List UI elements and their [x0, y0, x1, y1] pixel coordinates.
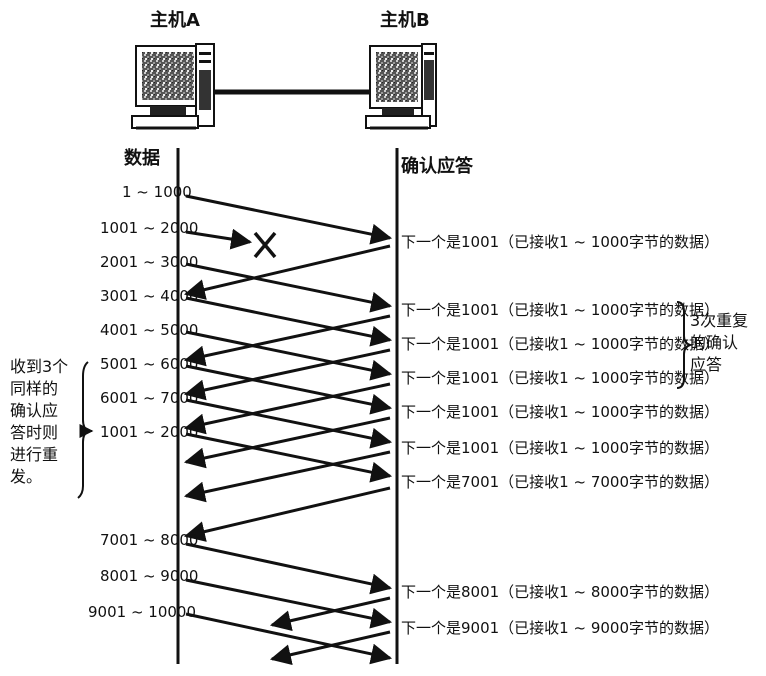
- ack-label: 下一个是1001（已接收1 ~ 1000字节的数据）: [401, 439, 719, 457]
- host-b-label: 主机B: [380, 10, 430, 31]
- ack-label: 下一个是1001（已接收1 ~ 1000字节的数据）: [401, 403, 719, 421]
- data-arrow-8001-9000: [185, 578, 393, 629]
- data-arrow-5001-6000: [185, 364, 393, 415]
- ack-arrow-4: [183, 382, 391, 435]
- ack-arrow-7: [183, 486, 391, 542]
- segment-label: 3001 ~ 4000: [100, 287, 199, 305]
- segment-label: 7001 ~ 8000: [100, 531, 199, 549]
- data-arrow-3001-4000: [185, 296, 393, 347]
- ack-arrows: [183, 244, 391, 666]
- segment-label: 1001 ~ 2000: [100, 219, 199, 237]
- packet-lost-x-icon: [253, 231, 277, 259]
- data-arrow-6001-7000: [185, 398, 393, 449]
- segment-label: 8001 ~ 9000: [100, 567, 199, 585]
- retransmit-note-line: 进行重: [10, 445, 59, 464]
- ack-arrow-3: [183, 348, 391, 401]
- data-arrow-2001-3000: [185, 262, 393, 313]
- retransmit-note-line: 确认应: [10, 401, 59, 420]
- host-a-computer-icon: [131, 43, 215, 130]
- data-arrow-1001-2000-resend: [185, 432, 393, 483]
- retransmit-note-line: 收到3个: [10, 357, 69, 376]
- data-arrow-7001-8000: [185, 542, 393, 595]
- segment-label: 2001 ~ 3000: [100, 253, 199, 271]
- host-b-computer-icon: [365, 43, 437, 130]
- ack-label: 下一个是1001（已接收1 ~ 1000字节的数据）: [401, 301, 719, 319]
- retransmit-note-line: 发。: [10, 467, 43, 486]
- ack-label: 下一个是9001（已接收1 ~ 9000字节的数据）: [401, 619, 719, 637]
- ack-arrow-2: [183, 314, 391, 367]
- segment-label: 4001 ~ 5000: [100, 321, 199, 339]
- ack-arrow-5: [183, 416, 391, 469]
- duplicate-ack-note-line: 3次重复: [690, 311, 749, 330]
- ack-arrow-8: [269, 596, 391, 632]
- segment-label: 9001 ~ 10000: [88, 603, 196, 621]
- data-arrows: [185, 194, 393, 665]
- segment-label: 1 ~ 1000: [122, 183, 192, 201]
- duplicate-ack-note-line: 的确认: [690, 333, 739, 352]
- ack-label: 下一个是1001（已接收1 ~ 1000字节的数据）: [401, 335, 719, 353]
- duplicate-ack-note-line: 应答: [690, 355, 723, 374]
- retransmit-note-line: 同样的: [10, 379, 59, 398]
- ack-label: 下一个是1001（已接收1 ~ 1000字节的数据）: [401, 233, 719, 251]
- duplicate-ack-brace: [676, 301, 694, 389]
- ack-label: 下一个是7001（已接收1 ~ 7000字节的数据）: [401, 473, 719, 491]
- data-arrow-1-1000: [185, 194, 393, 245]
- data-arrow-4001-5000: [185, 330, 393, 381]
- ack-arrow-6: [183, 450, 391, 503]
- segment-label: 6001 ~ 7000: [100, 389, 199, 407]
- retransmit-note-line: 答时则: [10, 423, 59, 442]
- segment-label: 5001 ~ 6000: [100, 355, 199, 373]
- ack-label: 下一个是1001（已接收1 ~ 1000字节的数据）: [401, 369, 719, 387]
- ack-label: 下一个是8001（已接收1 ~ 8000字节的数据）: [401, 583, 719, 601]
- data-arrow-9001-10000: [185, 612, 393, 665]
- ack-column-header: 确认应答: [401, 156, 473, 177]
- segment-label-resent: 1001 ~ 2000: [100, 423, 199, 441]
- host-a-label: 主机A: [150, 10, 200, 31]
- data-arrow-1001-2000-lost: [185, 228, 253, 250]
- ack-arrow-9: [269, 630, 391, 666]
- data-column-header: 数据: [124, 148, 160, 169]
- ack-arrow-1: [183, 244, 391, 300]
